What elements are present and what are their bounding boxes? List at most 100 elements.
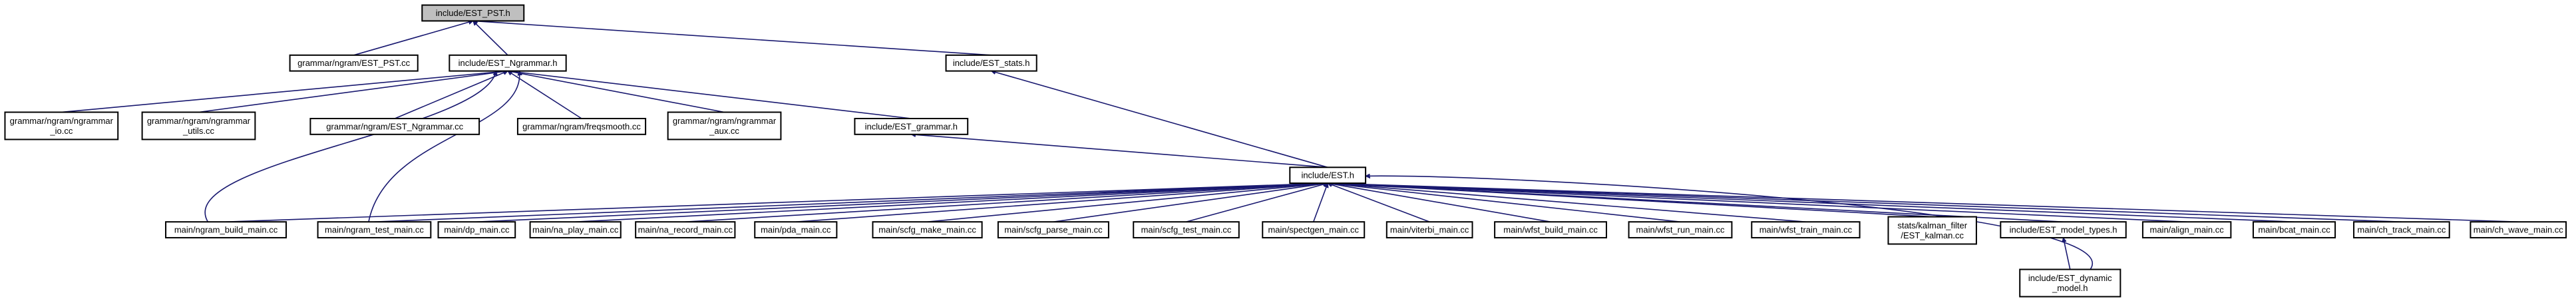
edge-line: [795, 183, 1328, 222]
node-label: main/ch_track_main.cc: [2357, 225, 2446, 235]
node-est-ngrammar-h[interactable]: include/EST_Ngrammar.h: [449, 54, 567, 72]
edge-wfst_train_main-to-est_h: [1328, 183, 1806, 222]
node-na-record-main[interactable]: main/na_record_main.cc: [635, 221, 736, 238]
edge-pda_main-to-est_h: [795, 183, 1328, 222]
node-spectgen-main[interactable]: main/spectgen_main.cc: [1262, 221, 1366, 238]
node-box: [421, 4, 525, 22]
node-box: [289, 54, 419, 72]
node-wfst-run-main[interactable]: main/wfst_run_main.cc: [1628, 221, 1733, 238]
node-na-play-main[interactable]: main/na_play_main.cc: [529, 221, 622, 238]
edge-est_stats_h-to-est_pst_h: [473, 21, 992, 56]
edge-line: [1328, 183, 1430, 222]
node-ngrammar-io-cc[interactable]: grammar/ngram/ngrammar_io.cc: [4, 111, 119, 141]
node-label: include/EST_grammar.h: [865, 121, 958, 131]
node-est-dynamic-model-h[interactable]: include/EST_dynamic_model.h: [2019, 268, 2121, 298]
edge-line: [1186, 183, 1328, 222]
edge-line: [1053, 183, 1328, 222]
node-est-ngrammar-cc[interactable]: grammar/ngram/EST_Ngrammar.cc: [309, 118, 480, 135]
edge-line: [374, 183, 1328, 222]
node-scfg-parse-main[interactable]: main/scfg_parse_main.cc: [997, 221, 1109, 238]
edge-line: [476, 183, 1328, 222]
edge-line: [1312, 183, 1328, 222]
edge-ch_wave_main-to-est_h: [1328, 183, 2519, 222]
node-dp-main[interactable]: main/dp_main.cc: [437, 221, 516, 238]
node-label: main/wfst_train_main.cc: [1759, 225, 1853, 235]
node-viterbi-main[interactable]: main/viterbi_main.cc: [1385, 221, 1473, 238]
node-ch-track-main[interactable]: main/ch_track_main.cc: [2353, 221, 2450, 238]
edge-bcat_main-to-est_h: [1328, 183, 2295, 222]
node-label: main/bcat_main.cc: [2258, 225, 2330, 235]
node-freqsmooth-cc[interactable]: grammar/ngram/freqsmooth.cc: [516, 118, 647, 135]
node-est-grammar-h[interactable]: include/EST_grammar.h: [854, 118, 969, 135]
node-ngram-build-main[interactable]: main/ngram_build_main.cc: [165, 221, 287, 238]
node-label: _model.h: [2052, 283, 2088, 293]
edge-line: [226, 183, 1328, 222]
node-label: main/dp_main.cc: [444, 225, 510, 235]
node-box: [1133, 221, 1240, 238]
node-box: [1887, 216, 1977, 245]
node-label: include/EST_dynamic: [2028, 273, 2112, 283]
edge-viterbi_main-to-est_h: [1328, 183, 1430, 222]
node-ch-wave-main[interactable]: main/ch_wave_main.cc: [2470, 221, 2567, 238]
node-align-main[interactable]: main/align_main.cc: [2141, 221, 2232, 238]
edge-line: [1328, 183, 1681, 222]
edge-ngram_build_main-to-est_ngrammar_h: [204, 71, 496, 222]
node-box: [1751, 221, 1861, 238]
node-label: _utils.cc: [182, 126, 214, 136]
node-label: include/EST_model_types.h: [2010, 225, 2117, 235]
edge-ngram_build_main-to-est_h: [226, 183, 1328, 222]
node-box: [872, 221, 983, 238]
node-scfg-make-main[interactable]: main/scfg_make_main.cc: [872, 221, 983, 238]
edge-ngrammar_io_cc-to-est_ngrammar_h: [61, 71, 508, 113]
edge-ngrammar_utils_cc-to-est_ngrammar_h: [198, 71, 508, 113]
node-pda-main[interactable]: main/pda_main.cc: [754, 221, 838, 238]
edge-freqsmooth_cc-to-est_ngrammar_h: [508, 70, 582, 119]
edge-line: [1328, 183, 2402, 222]
edge-line: [575, 183, 1328, 222]
edge-line: [1328, 183, 1551, 222]
edge-est_dynamic_model_h-to-est_h: [1366, 176, 2093, 270]
node-est-h[interactable]: include/EST.h: [1289, 166, 1367, 184]
edge-align_main-to-est_h: [1328, 183, 2187, 222]
node-label: grammar/ngram/ngrammar: [10, 116, 114, 126]
node-wfst-build-main[interactable]: main/wfst_build_main.cc: [1494, 221, 1608, 238]
edge-line: [508, 70, 582, 119]
node-est-model-types-h[interactable]: include/EST_model_types.h: [2000, 221, 2127, 238]
node-est-kalman-cc[interactable]: stats/kalman_filter/EST_kalman.cc: [1887, 216, 1977, 245]
node-box: [1628, 221, 1733, 238]
edge-line: [204, 71, 496, 222]
node-box: [635, 221, 736, 238]
edge-line: [198, 71, 508, 113]
edge-ngram_test_main-to-est_h: [374, 183, 1328, 222]
node-label: stats/kalman_filter: [1897, 220, 1967, 230]
edge-line: [1328, 183, 2519, 222]
edge-line: [2064, 238, 2071, 270]
edge-ngram_test_main-to-est_ngrammar_h: [368, 71, 520, 222]
node-box: [2141, 221, 2232, 238]
node-scfg-test-main[interactable]: main/scfg_test_main.cc: [1133, 221, 1240, 238]
edge-line: [911, 135, 1328, 168]
node-box: [141, 111, 256, 141]
node-box: [437, 221, 516, 238]
node-est-stats-h[interactable]: include/EST_stats.h: [945, 54, 1037, 72]
node-ngram-test-main[interactable]: main/ngram_test_main.cc: [317, 221, 432, 238]
node-label: grammar/ngram/freqsmooth.cc: [522, 121, 641, 131]
node-est-pst-h[interactable]: include/EST_PST.h: [421, 4, 525, 22]
node-wfst-train-main[interactable]: main/wfst_train_main.cc: [1751, 221, 1861, 238]
edge-line: [394, 71, 508, 119]
edge-dp_main-to-est_h: [476, 183, 1328, 222]
node-ngrammar-aux-cc[interactable]: grammar/ngram/ngrammar_aux.cc: [667, 111, 782, 141]
node-ngrammar-utils-cc[interactable]: grammar/ngram/ngrammar_utils.cc: [141, 111, 256, 141]
node-label: main/spectgen_main.cc: [1268, 225, 1359, 235]
node-label: main/align_main.cc: [2150, 225, 2225, 235]
node-ngram-est-pst-cc[interactable]: grammar/ngram/EST_PST.cc: [289, 54, 419, 72]
edge-est_dynamic_model_h-to-est_model_types_h: [2064, 238, 2071, 270]
node-label: include/EST_stats.h: [953, 58, 1030, 68]
node-box: [1385, 221, 1473, 238]
node-box: [2000, 221, 2127, 238]
edge-spectgen_main-to-est_h: [1312, 183, 1328, 222]
node-box: [317, 221, 432, 238]
node-bcat-main[interactable]: main/bcat_main.cc: [2252, 221, 2336, 238]
node-label: main/wfst_build_main.cc: [1503, 225, 1598, 235]
node-label: main/ngram_build_main.cc: [174, 225, 278, 235]
